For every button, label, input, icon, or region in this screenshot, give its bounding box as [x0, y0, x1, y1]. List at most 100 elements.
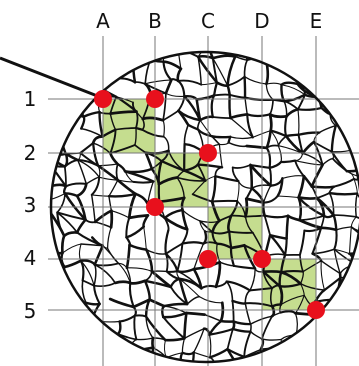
- grain-boundary: [320, 260, 341, 275]
- grain-boundary: [110, 347, 130, 355]
- grain-boundary: [191, 193, 214, 203]
- grain-boundary: [118, 314, 136, 323]
- grain-boundary: [196, 55, 215, 60]
- grain-boundary: [76, 159, 88, 185]
- grain-boundary: [277, 145, 283, 163]
- grain-boundary: [51, 297, 63, 305]
- grain-boundary: [51, 128, 67, 155]
- grain-boundary: [51, 347, 65, 356]
- grain-boundary: [209, 356, 217, 362]
- grain-boundary: [328, 191, 359, 196]
- grain-boundary: [58, 59, 68, 81]
- grain-boundary: [41, 102, 47, 110]
- grain-boundary: [169, 277, 181, 288]
- grain-boundary: [183, 327, 205, 340]
- grain-boundary: [102, 332, 119, 339]
- grain-boundary: [327, 76, 356, 86]
- grain-boundary: [143, 226, 147, 251]
- grain-boundary: [219, 301, 225, 323]
- grain-boundary: [263, 214, 272, 237]
- grain-boundary: [51, 89, 62, 103]
- grain-boundary: [350, 62, 356, 86]
- grain-boundary: [346, 298, 359, 302]
- grain-boundary: [93, 244, 104, 266]
- grain-boundary: [163, 208, 184, 220]
- intersection-point-d4: [253, 250, 271, 268]
- grain-boundary: [51, 280, 53, 305]
- grain-boundary: [226, 75, 246, 87]
- grain-boundary: [271, 52, 285, 53]
- grain-boundary: [186, 295, 201, 305]
- grain-boundary: [114, 52, 118, 59]
- grain-boundary: [60, 234, 66, 255]
- grain-boundary: [134, 81, 147, 85]
- grain-boundary: [244, 289, 251, 305]
- grain-boundary: [56, 211, 66, 237]
- grain-boundary: [231, 320, 236, 331]
- grain-boundary: [297, 108, 300, 136]
- grain-boundary: [225, 280, 252, 292]
- grain-boundary: [262, 195, 279, 204]
- row-label-4: 4: [24, 246, 37, 270]
- grain-boundary: [328, 346, 341, 362]
- grain-boundary: [64, 182, 88, 188]
- grain-boundary: [97, 347, 113, 353]
- intersection-point-b1: [146, 90, 164, 108]
- grain-boundary: [332, 214, 358, 218]
- grain-boundary: [79, 259, 96, 266]
- grain-boundary: [108, 179, 119, 197]
- grain-boundary: [244, 96, 248, 115]
- grain-boundary: [143, 279, 151, 301]
- grain-boundary: [77, 159, 100, 178]
- grain-boundary: [193, 327, 205, 353]
- grain-boundary: [72, 352, 79, 362]
- grain-boundary: [51, 127, 63, 131]
- grain-boundary: [177, 52, 200, 58]
- grain-boundary: [211, 230, 231, 235]
- grain-boundary: [63, 52, 68, 62]
- grain-boundary: [80, 243, 104, 247]
- grain-boundary: [79, 52, 84, 69]
- grain-boundary: [56, 107, 64, 132]
- grain-boundary: [178, 277, 189, 306]
- grain-boundary: [96, 336, 105, 354]
- grain-boundary: [333, 248, 341, 275]
- grain-boundary: [198, 296, 223, 304]
- grain-boundary: [285, 345, 304, 357]
- grain-boundary: [109, 112, 117, 131]
- grain-boundary: [300, 352, 315, 357]
- grain-boundary: [56, 211, 79, 234]
- grain-boundary: [264, 52, 274, 61]
- grain-boundary: [352, 313, 359, 321]
- grain-boundary: [163, 305, 188, 314]
- grain-boundary: [226, 55, 237, 87]
- grain-boundary: [152, 41, 166, 42]
- grain-boundary: [229, 246, 236, 268]
- grain-boundary: [78, 243, 82, 262]
- grain-boundary: [134, 127, 137, 146]
- grain-boundary: [43, 129, 47, 152]
- grain-boundary: [327, 62, 332, 79]
- grain-boundary: [165, 92, 185, 97]
- grain-boundary: [294, 159, 305, 178]
- grain-boundary: [243, 76, 268, 85]
- grain-boundary: [296, 106, 323, 111]
- grain-boundary: [312, 353, 322, 362]
- grain-boundary: [164, 242, 184, 255]
- grain-boundary: [314, 43, 334, 46]
- grain-boundary: [330, 150, 348, 173]
- grain-boundary: [127, 214, 150, 220]
- grain-boundary: [92, 142, 112, 155]
- grain-boundary: [336, 313, 356, 319]
- grain-boundary: [181, 241, 205, 245]
- grain-boundary: [176, 242, 184, 273]
- grain-boundary: [93, 282, 117, 288]
- grain-boundary: [82, 48, 92, 51]
- grain-boundary: [150, 346, 155, 362]
- grain-boundary: [45, 44, 48, 68]
- grain-boundary: [214, 260, 222, 289]
- grain-boundary: [150, 52, 153, 61]
- grain-boundary: [284, 134, 304, 155]
- grain-boundary: [303, 226, 323, 233]
- grain-boundary: [115, 163, 119, 181]
